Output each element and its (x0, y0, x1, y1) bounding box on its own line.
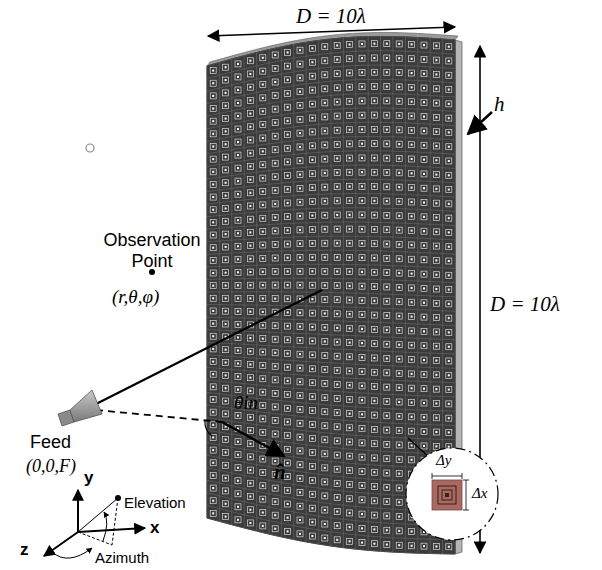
feed-horn (58, 390, 102, 426)
ray-line (96, 290, 322, 404)
thickness-label: h (494, 92, 505, 116)
inset-circle (406, 448, 498, 540)
axis-label: y (84, 468, 93, 488)
angle-label: θin (234, 392, 258, 414)
angle-name: Elevation (124, 494, 186, 511)
dimension-arrow (208, 27, 455, 36)
axis-label: x (150, 518, 159, 538)
point-label: Observation Point (96, 230, 208, 271)
normal-vector (222, 422, 284, 456)
coordinate-label: (r,θ,φ) (112, 286, 159, 308)
angle-name: Azimuth (95, 549, 149, 566)
incident-ray (96, 410, 222, 422)
dimension-label: D = 10λ (296, 4, 366, 28)
dimension-label: Δy (436, 452, 451, 469)
unit-cell (432, 473, 469, 510)
coordinate-label: (0,0,F) (26, 456, 76, 477)
point-marker (86, 144, 94, 152)
dimension-label: Δx (472, 485, 487, 502)
thickness-arrow (468, 112, 492, 134)
dimension-label: D = 10λ (490, 292, 560, 316)
feed-label: Feed (30, 432, 71, 453)
vector-label: n̂ (274, 460, 286, 484)
axis-label: z (20, 540, 29, 560)
angle-arc (205, 420, 212, 436)
